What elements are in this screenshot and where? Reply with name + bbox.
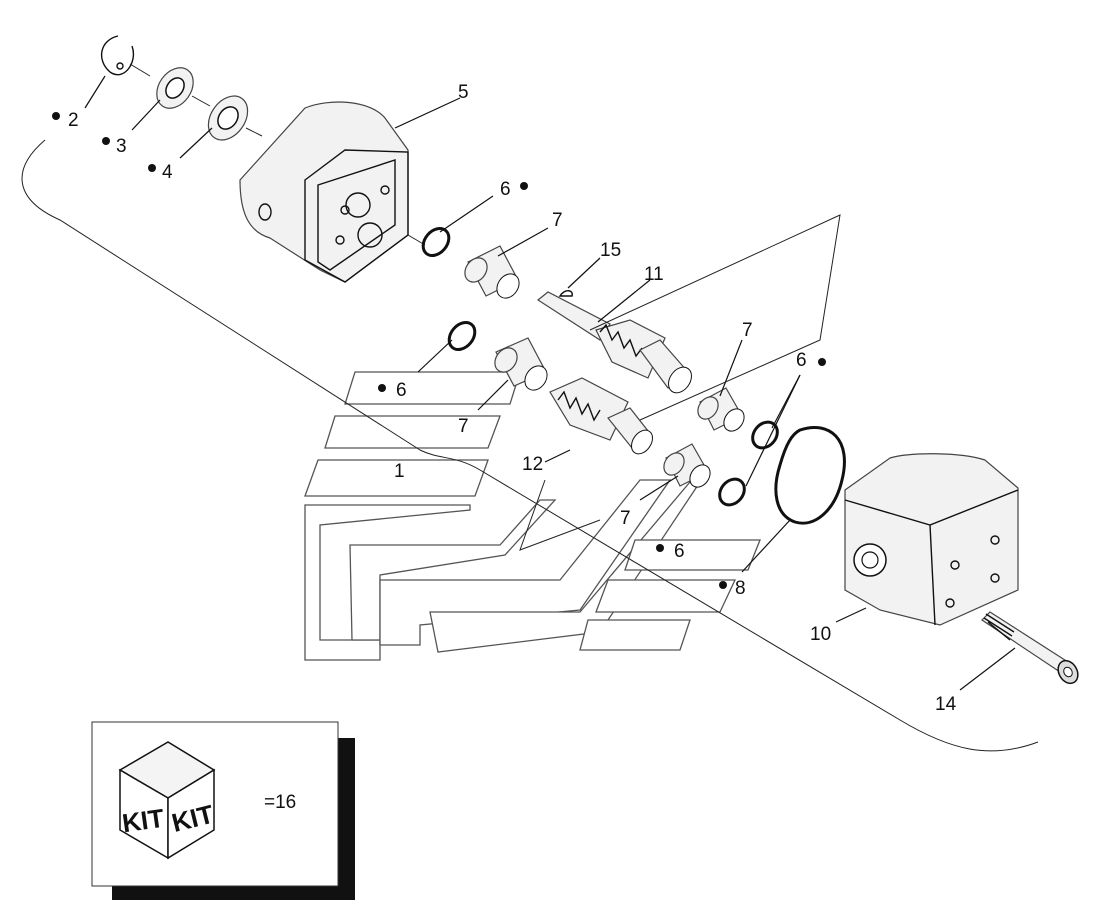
bushing-part-7-a xyxy=(464,245,520,299)
callout-7-lower: 7 xyxy=(620,508,631,529)
bearing-part-3 xyxy=(129,63,194,109)
bushing-part-7-d xyxy=(663,443,711,488)
bolt-part-14 xyxy=(981,611,1079,685)
callout-3: 3 xyxy=(116,136,127,157)
o-ring-part-6-upper xyxy=(421,227,451,257)
callout-1: 1 xyxy=(394,461,405,482)
callout-labels: 2 3 4 5 6 7 15 11 6 7 7 6 1 12 7 6 8 10 … xyxy=(68,82,957,715)
callout-2: 2 xyxy=(68,110,79,131)
rear-housing-part-10 xyxy=(844,453,1019,626)
callout-6-lower: 6 xyxy=(674,541,685,562)
front-cover-part-5 xyxy=(239,101,426,283)
bushing-part-7-b xyxy=(494,337,548,391)
callout-6-top: 6 xyxy=(500,179,511,200)
drive-gear-shaft-part-11 xyxy=(536,291,692,394)
callout-10: 10 xyxy=(810,624,831,645)
callout-11: 11 xyxy=(644,264,664,285)
bushing-part-7-c xyxy=(697,387,745,432)
o-ring-part-6-right-b xyxy=(718,477,746,507)
gear-mesh-guide xyxy=(519,214,841,551)
gasket-part-8 xyxy=(774,425,846,525)
woodruff-key-part-15 xyxy=(558,290,573,297)
watermark-logo xyxy=(304,371,761,661)
callout-6-left: 6 xyxy=(396,380,407,401)
callout-5: 5 xyxy=(458,82,469,103)
callout-15: 15 xyxy=(600,240,621,261)
callout-7-left: 7 xyxy=(458,416,469,437)
callout-7-right: 7 xyxy=(742,320,753,341)
driven-gear-part-12 xyxy=(549,377,653,455)
leader-lines xyxy=(84,75,1016,691)
callout-8: 8 xyxy=(735,578,746,599)
kit-cube-icon: KIT KIT xyxy=(118,741,217,860)
retaining-ring-part-2 xyxy=(100,35,135,76)
seal-part-4 xyxy=(191,95,263,141)
kit-bullets xyxy=(52,112,826,804)
callout-7-top: 7 xyxy=(552,210,563,231)
callout-12: 12 xyxy=(522,454,543,475)
kit-legend-text: =16 xyxy=(264,792,296,813)
callout-4: 4 xyxy=(162,162,173,183)
kit-face-left: KIT xyxy=(120,803,166,839)
housing-outline-1 xyxy=(21,139,1039,752)
callout-6-right: 6 xyxy=(796,350,807,371)
o-ring-part-6-lower xyxy=(447,321,477,351)
callout-14: 14 xyxy=(935,694,957,715)
kit-legend-box: KIT KIT =16 xyxy=(91,721,355,900)
